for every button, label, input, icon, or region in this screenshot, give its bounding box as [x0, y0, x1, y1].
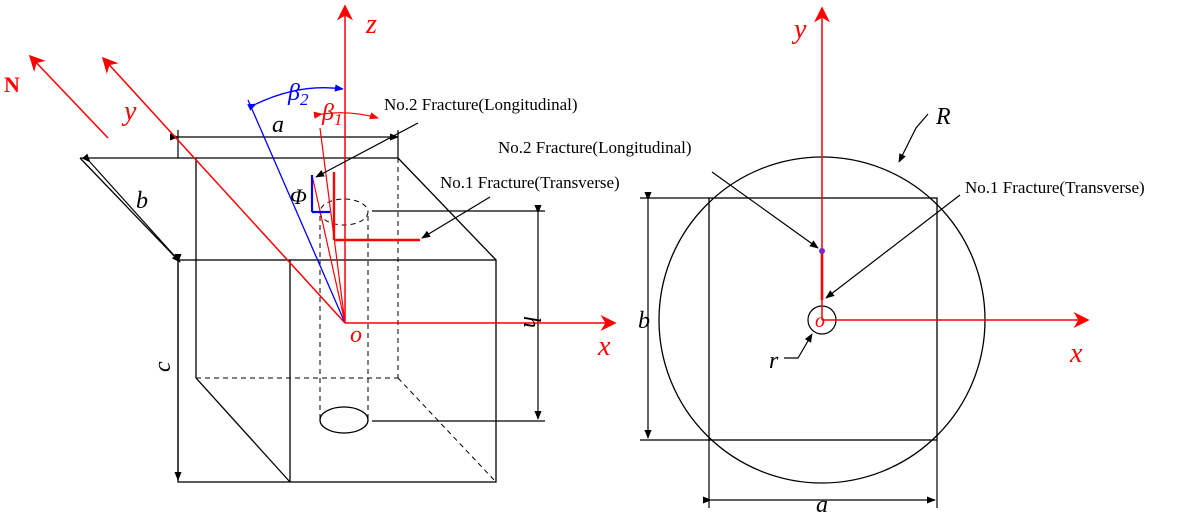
beta2-arc — [247, 84, 344, 111]
right-dim-a-label: a — [816, 492, 828, 514]
beta1-subscript: 1 — [334, 110, 343, 129]
beta1-label: β1 — [321, 100, 342, 129]
beta1-ray — [319, 127, 346, 324]
n-axis-label: N — [4, 72, 20, 97]
right-y-axis-label: y — [791, 14, 807, 45]
beta2-ray — [247, 99, 346, 324]
radius-r-leader — [784, 333, 813, 359]
callout2-text: No.2 Fracture(Longitudinal) — [384, 95, 578, 114]
right-x-axis-label: x — [1069, 338, 1083, 369]
z-axis-label: z — [365, 9, 377, 40]
y-axis — [101, 56, 346, 324]
radius-R-label: R — [935, 104, 951, 130]
beta1-arc — [313, 111, 379, 120]
radius-R-leader — [898, 113, 929, 163]
radius-r-label: r — [769, 348, 779, 374]
right-callout1-text: No.1 Fracture(Transverse) — [965, 178, 1145, 197]
dim-a-label: a — [272, 112, 284, 138]
dim-a-line — [169, 130, 399, 158]
block-hidden-edges — [196, 158, 497, 483]
origin-label: o — [350, 322, 362, 348]
block-square — [708, 197, 938, 441]
right-origin-label: o — [815, 310, 825, 332]
beta2-label: β2 — [287, 80, 309, 109]
block-diagonal-edge — [195, 377, 291, 483]
dim-c-label: c — [150, 361, 176, 372]
x-axis-label: x — [597, 331, 611, 362]
right-fracture2-tip — [819, 248, 825, 254]
right-dim-a-line — [702, 440, 938, 508]
callout1-leader — [421, 196, 491, 239]
n-axis — [28, 54, 109, 139]
y-axis-label: y — [121, 96, 137, 127]
dim-h-line — [372, 204, 545, 422]
right-callout2-text: No.2 Fracture(Longitudinal) — [498, 138, 692, 157]
right-callout2-leader — [711, 171, 819, 249]
phi-bracket — [310, 175, 330, 214]
beta1-symbol: β — [321, 100, 334, 126]
dim-h-label: h — [518, 316, 544, 328]
dim-b-label: b — [136, 188, 148, 214]
right-dim-b-label: b — [638, 308, 650, 334]
dim-b-line — [81, 153, 181, 263]
beta2-subscript: 2 — [300, 90, 309, 109]
right-view: y x o a b R r No.2 Fracture(Longitudinal… — [498, 6, 1145, 514]
borehole-bottom-ellipse — [319, 406, 369, 434]
callout1-text: No.1 Fracture(Transverse) — [440, 173, 620, 192]
phi-label: Φ — [290, 184, 307, 209]
phi-ray — [311, 174, 346, 324]
right-dim-b-line — [640, 191, 709, 441]
left-view: z x y N o a b c h β2 β1 Φ No.2 Fracture(… — [4, 4, 620, 483]
right-callout1-leader — [825, 194, 961, 299]
callout2-leader — [315, 122, 419, 178]
beta2-symbol: β — [287, 80, 300, 106]
